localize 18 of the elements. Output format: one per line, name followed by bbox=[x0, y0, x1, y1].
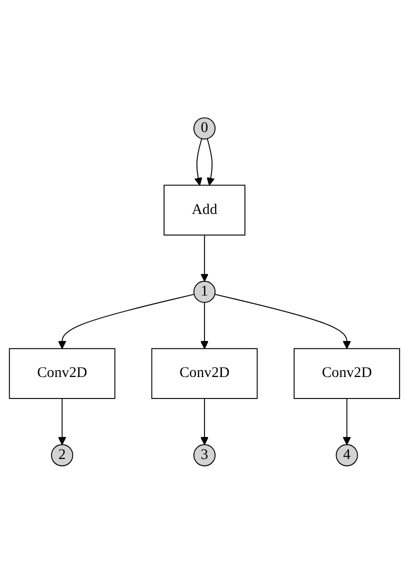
arrow bbox=[200, 234, 209, 282]
node-circle: 4 bbox=[336, 444, 358, 466]
arrow bbox=[200, 398, 209, 445]
node-box: Conv2D bbox=[294, 348, 400, 399]
node-box: Conv2D bbox=[151, 348, 258, 399]
arrow bbox=[200, 302, 209, 349]
node-box: Conv2D bbox=[8, 348, 116, 399]
arrow bbox=[342, 398, 351, 445]
node-circle: 1 bbox=[193, 280, 216, 303]
node-circle: 0 bbox=[193, 117, 216, 140]
node-circle: 2 bbox=[51, 444, 74, 466]
arrow bbox=[194, 138, 202, 186]
arrow bbox=[58, 293, 195, 349]
arrow bbox=[58, 398, 66, 445]
node-circle: 3 bbox=[193, 444, 216, 466]
arrow bbox=[206, 138, 215, 186]
node-box: Add bbox=[164, 184, 246, 236]
arrow bbox=[214, 293, 351, 349]
